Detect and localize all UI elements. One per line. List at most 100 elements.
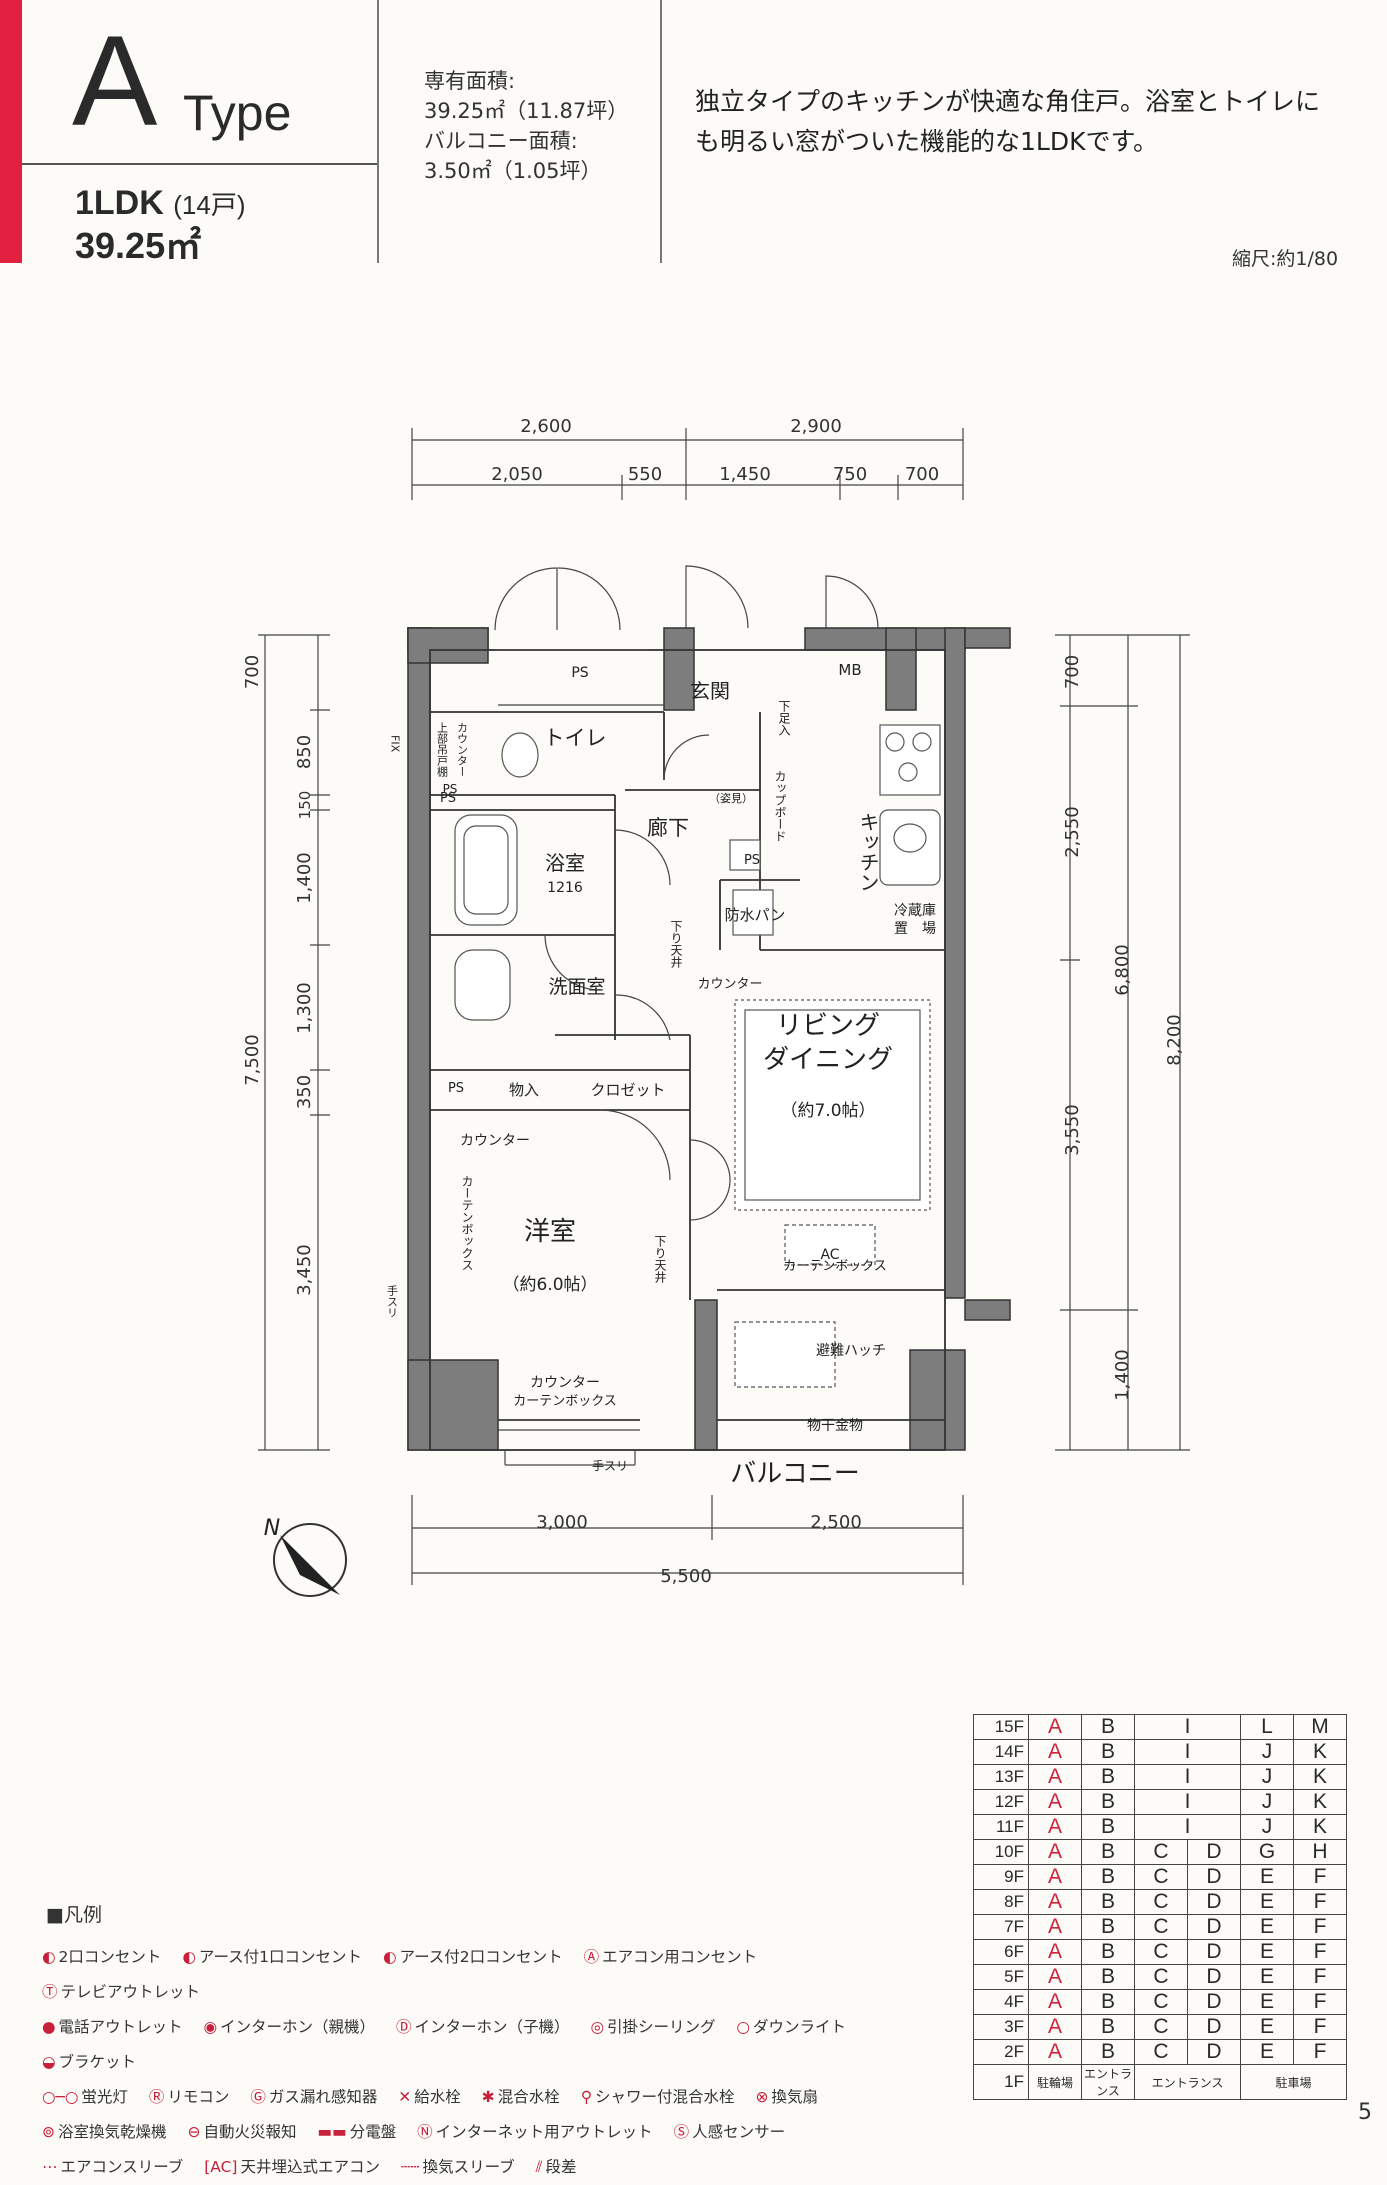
spec-exclusive-value: 39.25㎡（11.87坪） xyxy=(424,99,629,123)
dim-right-4: 1,400 xyxy=(1112,1349,1133,1401)
floor-label: 4F xyxy=(973,1989,1029,2015)
tesuri-label-2: 手スリ xyxy=(592,1459,628,1473)
header-divider xyxy=(22,163,378,165)
unit-cell: J xyxy=(1240,1814,1294,1840)
legend-item: ◐アース付1口コンセント xyxy=(182,1948,363,1966)
unit-cell: I xyxy=(1134,1789,1241,1815)
floor-label: 9F xyxy=(973,1864,1029,1890)
unit-cell: F xyxy=(1293,1989,1347,2015)
counter-label-3: カウンター xyxy=(697,977,762,992)
dim-left-6: 350 xyxy=(294,1075,315,1109)
unit-cell: F xyxy=(1293,1889,1347,1915)
legend-title: ■凡例 xyxy=(46,1904,102,1926)
ps-a-label: PS xyxy=(744,853,760,868)
dim-bottom-1: 3,000 xyxy=(536,1512,588,1533)
legend-item: ○─○蛍光灯 xyxy=(42,2088,128,2106)
type-word: Type xyxy=(183,85,292,141)
legend-item: ◎引掛シーリング xyxy=(590,2018,716,2036)
unit-cell: E xyxy=(1240,1989,1294,2015)
north-arrow xyxy=(273,1523,347,1597)
unit-cell: D xyxy=(1187,1964,1241,1990)
bedroom-size: （約6.0帖） xyxy=(502,1275,597,1295)
unit-cell: A xyxy=(1028,1714,1082,1740)
bath-label: 浴室 xyxy=(545,851,585,875)
tesuri-label-1: 手スリ xyxy=(386,1284,399,1318)
dim-top-5: 1,450 xyxy=(719,464,771,485)
unit-cell: D xyxy=(1187,2039,1241,2065)
unit-cell: 駐輪場 xyxy=(1028,2064,1082,2100)
unit-cell: B xyxy=(1081,1964,1135,1990)
unit-cell: K xyxy=(1293,1739,1347,1765)
unit-cell: C xyxy=(1134,2014,1188,2040)
fixtures xyxy=(454,724,941,1388)
fridge-label-1: 冷蔵庫 xyxy=(894,902,936,919)
floor-label: 11F xyxy=(973,1814,1029,1840)
dim-bottom-2: 2,500 xyxy=(810,1512,862,1533)
description: 独立タイプのキッチンが快適な角住戸。浴室とトイレに も明るい窓がついた機能的な1… xyxy=(695,82,1375,162)
unit-cell: A xyxy=(1028,1939,1082,1965)
toilet-label: トイレ xyxy=(544,726,607,750)
legend-item: ○ダウンライト xyxy=(736,2018,846,2036)
balcony-label: バルコニー xyxy=(730,1459,859,1489)
unit-cell: M xyxy=(1293,1714,1347,1740)
unit-cell: J xyxy=(1240,1764,1294,1790)
unit-cell: エントランス xyxy=(1134,2064,1241,2100)
motion-sensor-icon: Ⓢ xyxy=(673,2123,690,2141)
ps-c-label: PS xyxy=(448,1081,464,1096)
dim-left-7: 3,450 xyxy=(294,1244,315,1296)
floor-label: 10F xyxy=(973,1839,1029,1865)
unit-cell: A xyxy=(1028,1964,1082,1990)
dim-left-4: 1,400 xyxy=(294,852,315,904)
remote-icon: Ⓡ xyxy=(148,2088,165,2106)
unit-cell: C xyxy=(1134,2039,1188,2065)
ac-label: AC xyxy=(820,1247,839,1263)
dimension-labels: 2,600 2,900 2,050 550 1,450 750 700 3,00… xyxy=(491,416,939,1587)
unit-cell: L xyxy=(1240,1714,1294,1740)
description-line-1: 独立タイプのキッチンが快適な角住戸。浴室とトイレに xyxy=(695,87,1321,116)
legend-item: ◐アース付2口コンセント xyxy=(382,1948,563,1966)
ps-b-label: PS xyxy=(440,791,456,806)
panel-icon: ▬▬ xyxy=(317,2123,347,2141)
unit-cell: C xyxy=(1134,1989,1188,2015)
legend-item: ●電話アウトレット xyxy=(42,2018,183,2036)
bouhan-label: 防水パン xyxy=(725,906,786,924)
washroom-label: 洗面室 xyxy=(548,976,605,998)
toda-label: 上部吊戸棚 xyxy=(436,722,449,778)
dim-right-total: 8,200 xyxy=(1164,1014,1185,1066)
floor-label: 14F xyxy=(973,1739,1029,1765)
unit-cell: D xyxy=(1187,1939,1241,1965)
curtain-label-3: カーテンボックス xyxy=(460,1175,474,1271)
dim-top-3: 2,050 xyxy=(491,464,543,485)
mb-label: MB xyxy=(838,661,861,679)
gas-detector-icon: Ⓖ xyxy=(250,2088,266,2106)
ceiling-ac-icon: [AC] xyxy=(204,2158,238,2176)
dim-bottom-total: 5,500 xyxy=(660,1566,712,1587)
monohoshi-label: 物干金物 xyxy=(807,1418,863,1434)
dimension-lines xyxy=(258,428,1190,1585)
unit-cell: K xyxy=(1293,1814,1347,1840)
type-letter: A xyxy=(72,10,158,153)
ac-sleeve-icon: ⋯ xyxy=(42,2158,58,2176)
sugata-label: （姿見） xyxy=(709,792,753,805)
unit-cell: D xyxy=(1187,1839,1241,1865)
unit-cell: E xyxy=(1240,2014,1294,2040)
unit-cell: B xyxy=(1081,1989,1135,2015)
legend-item: ⊖自動火災報知 xyxy=(187,2123,297,2141)
unit-cell: H xyxy=(1293,1839,1347,1865)
room-labels: PS MB 玄関 トイレ 廊下 浴室 1216 洗面室 リビング ダイニング （… xyxy=(264,661,936,1541)
dim-right-3: 3,550 xyxy=(1062,1104,1083,1156)
unit-cell: D xyxy=(1187,1989,1241,2015)
dim-top-4: 550 xyxy=(628,464,662,485)
